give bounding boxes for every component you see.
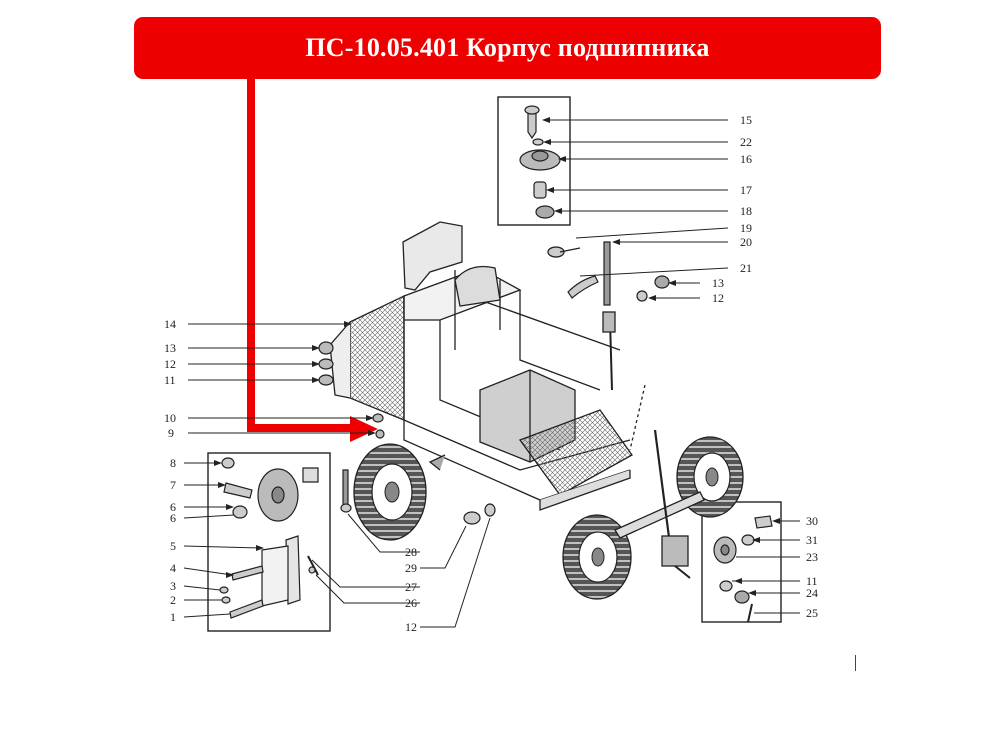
callout-12-bottom: 12 [405, 620, 417, 634]
callout-10: 10 [164, 411, 176, 425]
callout-2: 2 [170, 593, 176, 607]
callout-8: 8 [170, 456, 176, 470]
group-box-right [701, 501, 782, 623]
callout-12-left: 12 [164, 357, 176, 371]
parts-right-group [713, 515, 773, 623]
callout-18: 18 [740, 204, 752, 218]
callout-23: 23 [806, 550, 818, 564]
leader-lines [183, 119, 800, 628]
callout-16: 16 [740, 152, 752, 166]
arrowheads [214, 117, 780, 596]
callout-22: 22 [740, 135, 752, 149]
title-text: ПС-10.05.401 Корпус подшипника [305, 33, 710, 62]
divider-mark [855, 655, 856, 671]
parts-right-upper [567, 241, 670, 306]
callout-labels: 15 22 16 17 18 19 20 21 13 12 14 13 12 1… [164, 113, 818, 634]
callout-15: 15 [740, 113, 752, 127]
callout-13-left: 13 [164, 341, 176, 355]
callout-24: 24 [806, 586, 818, 600]
callout-9: 9 [168, 426, 174, 440]
callout-31: 31 [806, 533, 818, 547]
callout-28: 28 [405, 545, 417, 559]
title-banner-bg [134, 17, 881, 79]
wheel-front-left [562, 514, 632, 600]
callout-6b: 6 [170, 511, 176, 525]
callout-11-right: 11 [806, 574, 818, 588]
callout-19: 19 [740, 221, 752, 235]
parts-left-group [219, 457, 319, 619]
callout-3: 3 [170, 579, 176, 593]
pointer-arrow [247, 79, 378, 442]
callout-21: 21 [740, 261, 752, 275]
callout-6a: 6 [170, 500, 176, 514]
callout-1: 1 [170, 610, 176, 624]
callout-5: 5 [170, 539, 176, 553]
callout-4: 4 [170, 561, 176, 575]
front-axle [428, 384, 705, 579]
callout-20: 20 [740, 235, 752, 249]
parts-left-washers [318, 341, 385, 439]
callout-29: 29 [405, 561, 417, 575]
callout-12-right: 12 [712, 291, 724, 305]
callout-30: 30 [806, 514, 818, 528]
parts-top-group [519, 105, 561, 219]
callout-13-right: 13 [712, 276, 724, 290]
callout-11-left: 11 [164, 373, 176, 387]
group-box-top [497, 96, 571, 226]
callout-26: 26 [405, 596, 417, 610]
parts-bottom-middle [307, 469, 496, 576]
group-box-left [207, 452, 331, 632]
wheel-rear [353, 443, 427, 541]
callout-7: 7 [170, 478, 176, 492]
callout-14: 14 [164, 317, 176, 331]
tractor-body [329, 221, 633, 511]
title-banner: ПС-10.05.401 Корпус подшипника [134, 17, 881, 79]
callout-27: 27 [405, 580, 417, 594]
callout-17: 17 [740, 183, 752, 197]
callout-25: 25 [806, 606, 818, 620]
